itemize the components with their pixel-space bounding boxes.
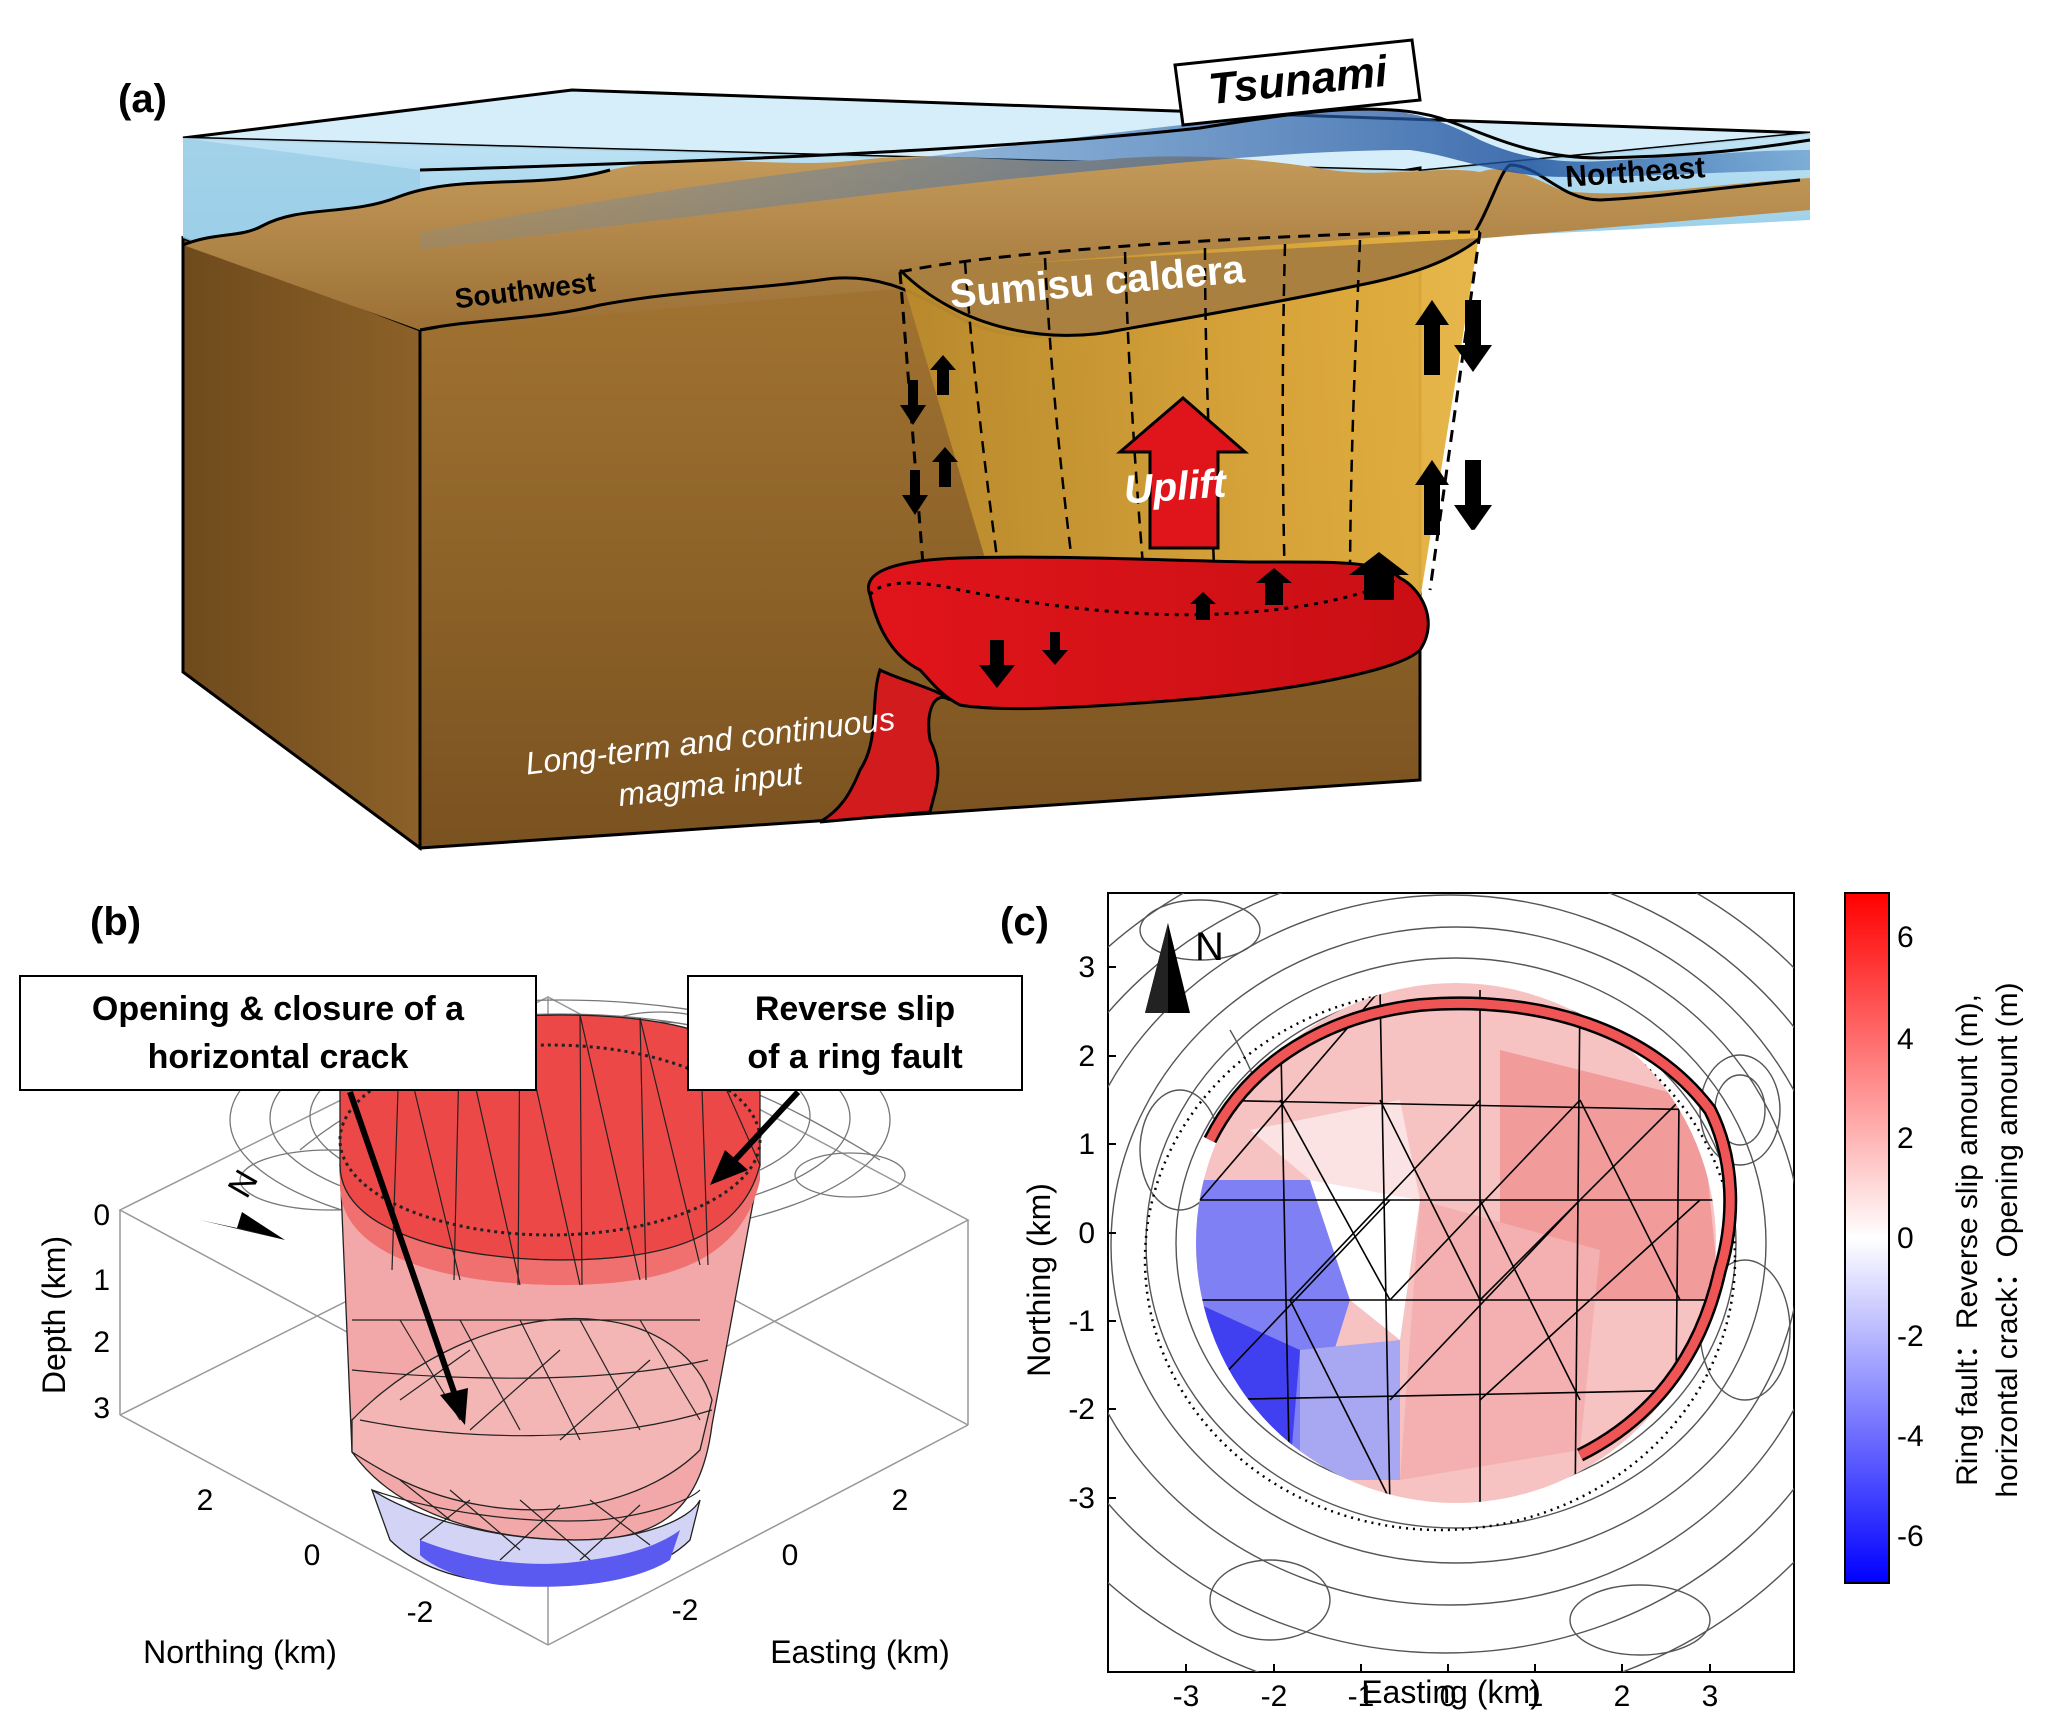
ring-fault-arc-fill [1205,998,1735,1460]
northing-ticks-b: 2 0 -2 [197,1484,434,1629]
callout-fault-line: Reverse slip [755,990,955,1028]
easting-axis-label-c: Easting (km) [1361,1674,1541,1710]
colorbar-ticks: 6 4 2 0 -2 -4 -6 [1897,921,1924,1553]
callout-fault-line: of a ring fault [747,1038,962,1076]
depth-tick: 2 [93,1326,110,1359]
y-tick: -3 [1068,1482,1095,1515]
fault-slip-arrows [900,300,1492,688]
magma-reservoir-top [868,576,1401,617]
y-tick: 2 [1078,1040,1095,1073]
panel-c-label: (c) [1000,900,1049,944]
north-arrow-b [237,1212,285,1240]
y-tick: 3 [1078,951,1095,984]
colorbar-tick: -6 [1897,1520,1924,1553]
x-tick: 3 [1702,1680,1719,1713]
sea-surface-line [419,107,1811,172]
ring-fault-band-mid [340,1165,760,1285]
seafloor-surface [183,156,1810,330]
uplift-arrow [1115,396,1250,550]
ring-fault-top [338,1043,762,1237]
easting-tick: -2 [672,1594,699,1627]
callout-crack-line: Opening & closure of a [92,990,465,1028]
colorbar-tick: -2 [1897,1320,1924,1353]
colorbar-tick: 0 [1897,1222,1914,1255]
tsunami-label-box [1173,38,1422,127]
depth-ticks: 0 1 2 3 [93,1199,110,1425]
colorbar-label: Ring fault：Reverse slip amount (m), hori… [1951,982,2024,1497]
north-arrow-b-half [200,1220,285,1240]
callout-fault-box [687,975,1023,1091]
map-y-tickmarks [1108,966,1116,1499]
map-x-ticks: -3 -2 -1 0 1 2 3 [1173,1680,1719,1713]
panel-c-map: (c) [1000,892,2024,1713]
colorbar-tick: 4 [1897,1023,1914,1056]
y-tick: 1 [1078,1128,1095,1161]
y-tick: -2 [1068,1393,1095,1426]
y-tick: -1 [1068,1305,1095,1338]
crack-mesh-lines [1199,989,1716,1503]
easting-tick: 2 [892,1484,909,1517]
northing-axis-label-c: Northing (km) [1021,1183,1057,1377]
mechanism-line: = [1595,608,1626,659]
panel-b-label: (b) [90,900,141,944]
uplift-label: Uplift [1122,461,1229,512]
x-tick: 0 [1440,1680,1457,1713]
crust-side-face [181,235,422,851]
colorbar [1844,892,1890,1584]
easting-axis-label-b: Easting (km) [770,1634,950,1670]
northing-tick: 2 [197,1484,214,1517]
ring-fault-lines [963,239,1362,591]
magma-conduit [819,667,952,824]
cylinder-bottom-blue [420,1530,680,1587]
depth-tick: 0 [93,1199,110,1232]
colorbar-label-line: horizontal crack：Opening amount (m) [1991,982,2024,1497]
depth-axis-label: Depth (km) [36,1236,72,1394]
northing-tick: 0 [304,1539,321,1572]
north-arrow-c-shade [1145,923,1168,1013]
x-tick: -1 [1348,1680,1375,1713]
x-tick: -2 [1261,1680,1288,1713]
map-y-ticks: 3 2 1 0 -1 -2 -3 [1068,951,1095,1515]
panel-b-3d-model: (b) [19,900,1023,1670]
depth-tick: 1 [93,1264,110,1297]
tsunami-wave [420,109,1810,250]
triangle-mesh-b [339,1014,761,1561]
panel-a-block-diagram: Tsunami (a) Northeast Southwest Sumisu c… [118,38,1811,851]
x-tick: 1 [1527,1680,1544,1713]
callout-crack-line: horizontal crack [148,1038,409,1076]
colorbar-tick: 2 [1897,1122,1914,1155]
map-x-tickmarks [1185,1664,1711,1672]
depth-tick: 3 [93,1392,110,1425]
callout-arrows [347,1089,801,1425]
callout-crack-box [19,975,537,1091]
northing-axis-label-b: Northing (km) [143,1634,337,1670]
x-tick: 2 [1614,1680,1631,1713]
northing-tick: -2 [407,1596,434,1629]
colorbar-tick: -4 [1897,1420,1924,1453]
mechanism-line: “Trapdoor faulting” [1422,661,1775,739]
north-label-c: N [1195,925,1224,969]
mechanism-text: Reverse slip of a ring fault + Deformati… [1422,330,1775,739]
panel-a-label: (a) [118,77,167,121]
colorbar-label-line: Ring fault：Reverse slip amount (m), [1951,994,1984,1486]
mechanism-line: + [1588,448,1619,499]
easting-ticks-b: 2 0 -2 [672,1484,909,1627]
easting-tick: 0 [782,1539,799,1572]
colorbar-tick: 6 [1897,921,1914,954]
y-tick: 0 [1078,1217,1095,1250]
x-tick: -3 [1173,1680,1200,1713]
